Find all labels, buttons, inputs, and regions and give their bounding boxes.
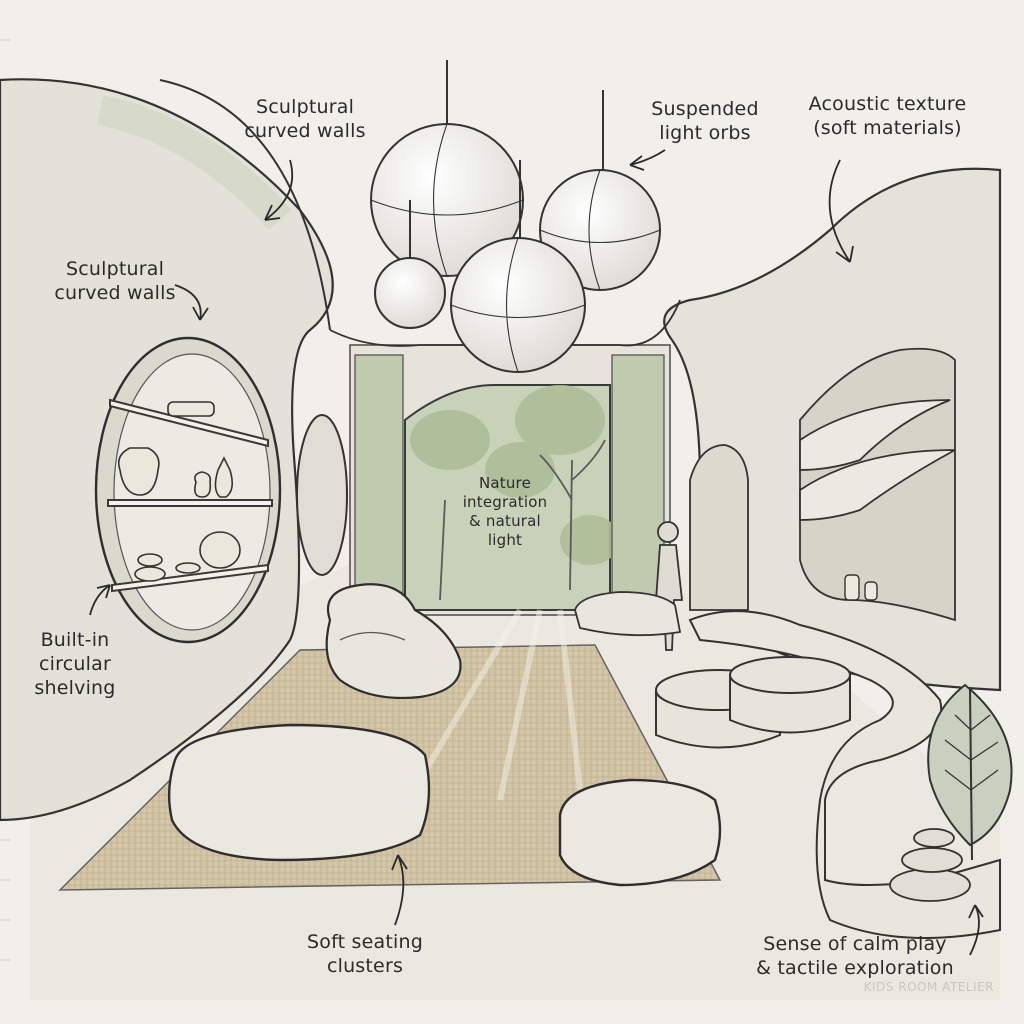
arrow-calm-play (968, 904, 984, 956)
curving-bench (688, 610, 1001, 939)
back-floor-cushion (574, 591, 682, 637)
ceiling-curve-left (159, 79, 331, 331)
arched-niche (689, 444, 749, 611)
label-shelving: Built-in circular shelving (34, 629, 116, 699)
arrow-shelving (89, 584, 111, 616)
watermark: KIDS ROOM ATELIER (863, 980, 994, 994)
arrow-seating (391, 854, 408, 926)
label-nature: Nature integration & natural light (462, 474, 548, 549)
arrow-acoustic (828, 159, 854, 263)
stacked-stones (889, 828, 971, 902)
label-calm-play: Sense of calm play & tactile exploration (756, 933, 954, 979)
curtain-left (354, 354, 404, 611)
light-rays (417, 608, 583, 801)
back-wall (349, 344, 671, 616)
trees (410, 385, 620, 565)
suspended-light-orbs (370, 60, 661, 373)
round-stools (655, 656, 851, 749)
label-light-orbs: Suspended light orbs (651, 98, 759, 144)
curtain-right (611, 354, 665, 611)
label-seating: Soft seating clusters (307, 931, 423, 977)
label-curved-walls-top: Sculptural curved walls (244, 96, 366, 142)
label-acoustic-texture: Acoustic texture (soft materials) (808, 93, 967, 139)
leaf-sculpture (927, 683, 1013, 861)
circular-shelving (94, 336, 282, 644)
arrow-light-orbs (629, 149, 666, 171)
label-curved-walls-left: Sculptural curved walls (54, 258, 176, 304)
oval-niche (296, 414, 348, 576)
annotation-arrows (89, 149, 984, 956)
arrow-curved-walls-top (264, 159, 294, 221)
arrow-curved-walls-left (174, 284, 209, 321)
right-wall-vases (844, 574, 878, 601)
floor-cushions (167, 723, 722, 887)
bean-bag-chair (325, 583, 462, 700)
